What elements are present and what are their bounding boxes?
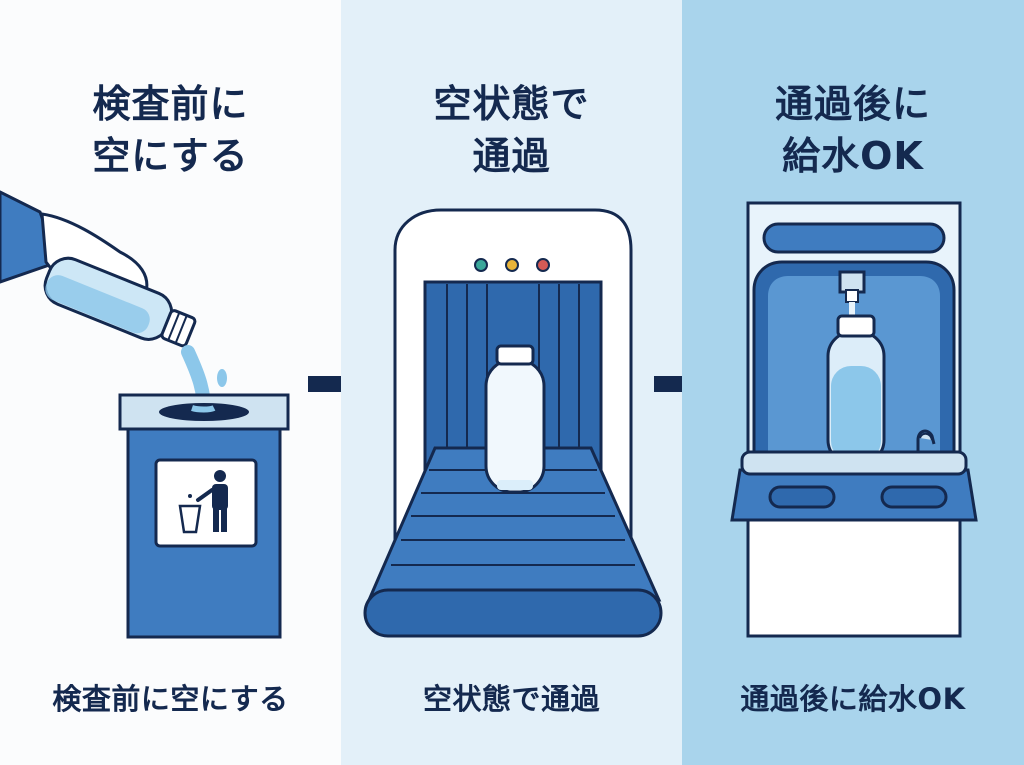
water-fountain-icon — [730, 201, 978, 638]
trash-person-icon — [178, 470, 228, 534]
step-2-title: 空状態で 通過 — [433, 82, 590, 178]
hand-pouring-bottle-icon — [0, 190, 227, 427]
step-3-title: 通過後に 給水OK — [774, 82, 931, 178]
step-2-illustration — [363, 208, 663, 638]
step-2-caption: 空状態で通過 — [422, 682, 600, 716]
step-3-caption: 通過後に給水OK — [740, 682, 966, 716]
step-1-title: 検査前に 空にする — [92, 82, 249, 178]
step-2-panel: 空状態で 通過 — [341, 0, 682, 765]
xray-scanner-icon — [363, 208, 663, 638]
step-1-caption: 検査前に空にする — [52, 682, 289, 716]
step-1-illustration — [0, 190, 290, 639]
step-1-panel: 検査前に 空にする — [0, 0, 341, 765]
trash-bin-icon — [118, 393, 290, 639]
step-3-illustration — [730, 201, 978, 638]
step-3-panel: 通過後に 給水OK 通過後に — [682, 0, 1024, 765]
